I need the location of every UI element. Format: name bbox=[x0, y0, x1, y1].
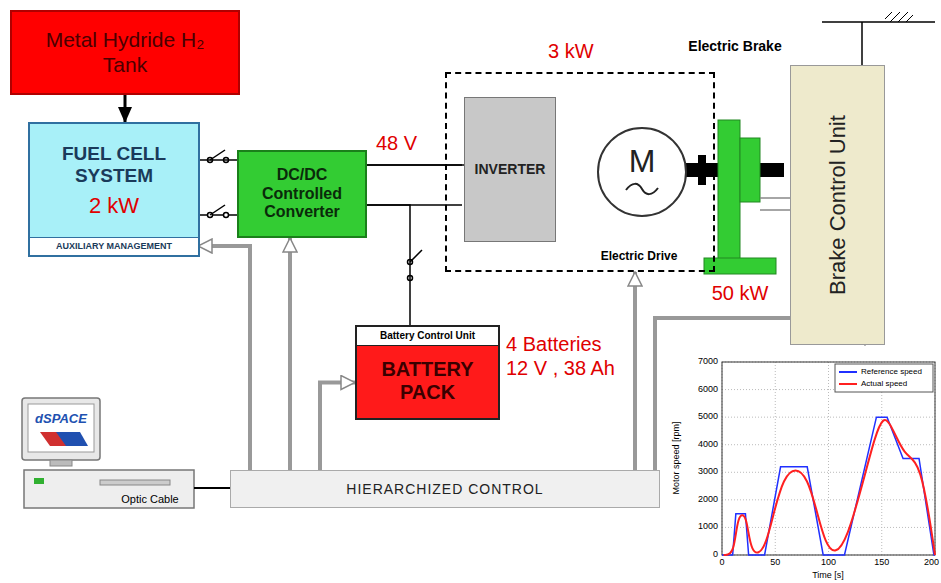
power-label: 50 kW bbox=[712, 282, 769, 305]
tank-box: Metal Hydride H₂ Tank bbox=[10, 10, 240, 95]
tick-label: 100 bbox=[821, 557, 836, 567]
switch-symbol bbox=[208, 150, 423, 281]
electric-drive-group: Electric Drive INVERTER M bbox=[445, 72, 715, 272]
actual-curve bbox=[724, 420, 935, 555]
tick-label: 3000 bbox=[698, 466, 718, 476]
electric-drive-text-0: Electric Drive bbox=[601, 250, 678, 264]
tick-label: 2000 bbox=[698, 494, 718, 504]
battery-pack-text-0: Battery Control Unit bbox=[357, 327, 498, 346]
electric-brake-drawing bbox=[684, 120, 790, 274]
converter-box: DC/DC Controlled Converter bbox=[237, 150, 367, 238]
control-arrow bbox=[198, 246, 250, 470]
part-name: Electric Brake bbox=[688, 38, 781, 54]
auxiliary-text-0: AUXILIARY MANAGEMENT bbox=[56, 241, 172, 251]
power-wire bbox=[367, 205, 410, 325]
brake-control-box: Brake Control Unit bbox=[790, 65, 885, 345]
hydrogen-flow-arrow bbox=[124, 95, 127, 122]
control-text-0: HIERARCHIZED CONTROL bbox=[346, 481, 543, 497]
tick-label: 0 bbox=[719, 557, 724, 567]
tick-label: 150 bbox=[874, 557, 889, 567]
cable-label: Optic Cable bbox=[121, 493, 178, 506]
battery-spec: 4 Batteries bbox=[506, 333, 602, 356]
tick-label: 0 bbox=[713, 549, 718, 559]
grid-line bbox=[722, 472, 935, 473]
voltage-label: 48 V bbox=[376, 132, 417, 155]
converter-text-0: DC/DC Controlled Converter bbox=[239, 166, 365, 221]
control-arrow bbox=[288, 238, 292, 470]
motor-circle: M bbox=[597, 127, 687, 217]
control-bar: HIERARCHIZED CONTROL bbox=[230, 470, 660, 508]
plot-frame bbox=[722, 362, 935, 555]
power-label: 3 kW bbox=[548, 40, 594, 63]
battery-pack-box: Battery Control UnitBATTERY PACK bbox=[355, 325, 500, 420]
fuel-cell-text-0: FUEL CELL SYSTEM bbox=[30, 143, 198, 187]
fuel-cell-box: FUEL CELL SYSTEM 2 kW AUXILIARY MANAGEMENT bbox=[28, 122, 200, 257]
tick-label: 200 bbox=[924, 557, 939, 567]
auxiliary-band: AUXILIARY MANAGEMENT bbox=[30, 237, 198, 255]
grid-line bbox=[722, 444, 935, 445]
legend-text: Reference speed bbox=[861, 368, 922, 376]
tick-label: 50 bbox=[770, 557, 780, 567]
logo-text: dSPACE bbox=[35, 412, 87, 427]
control-arrow bbox=[320, 383, 355, 471]
power-wire bbox=[200, 159, 237, 161]
axis-title: Time [s] bbox=[812, 570, 844, 580]
grid-line bbox=[828, 362, 829, 555]
inverter-text-0: INVERTER bbox=[475, 161, 546, 177]
battery-pack-text-1: BATTERY PACK bbox=[357, 358, 498, 404]
tank-text-0: Metal Hydride H₂ Tank bbox=[12, 28, 238, 76]
motor-text-0: M bbox=[629, 143, 656, 180]
tick-label: 6000 bbox=[698, 384, 718, 394]
tilde-symbol bbox=[622, 182, 662, 196]
tick-label: 1000 bbox=[698, 521, 718, 531]
control-arrow bbox=[633, 272, 637, 470]
legend-line-sample bbox=[839, 371, 857, 373]
tick-label: 4000 bbox=[698, 439, 718, 449]
legend-line-sample bbox=[839, 383, 857, 385]
reference-curve bbox=[722, 417, 935, 555]
grid-line bbox=[775, 362, 776, 555]
axis-title: Motor speed [rpm] bbox=[671, 421, 681, 494]
tick-label: 5000 bbox=[698, 411, 718, 421]
power-wire bbox=[367, 164, 464, 166]
ground-symbol bbox=[822, 12, 935, 65]
computer-illustration bbox=[22, 398, 230, 508]
tick-label: 7000 bbox=[698, 356, 718, 366]
speed-chart bbox=[665, 345, 941, 583]
battery-spec: 12 V , 38 Ah bbox=[506, 357, 615, 380]
brake-control-text-0: Brake Control Unit bbox=[825, 115, 850, 295]
fuel-cell-text-1: 2 kW bbox=[89, 193, 139, 218]
legend-box bbox=[835, 364, 933, 392]
legend-text: Actual speed bbox=[861, 380, 907, 388]
inverter-box: INVERTER bbox=[464, 97, 556, 242]
